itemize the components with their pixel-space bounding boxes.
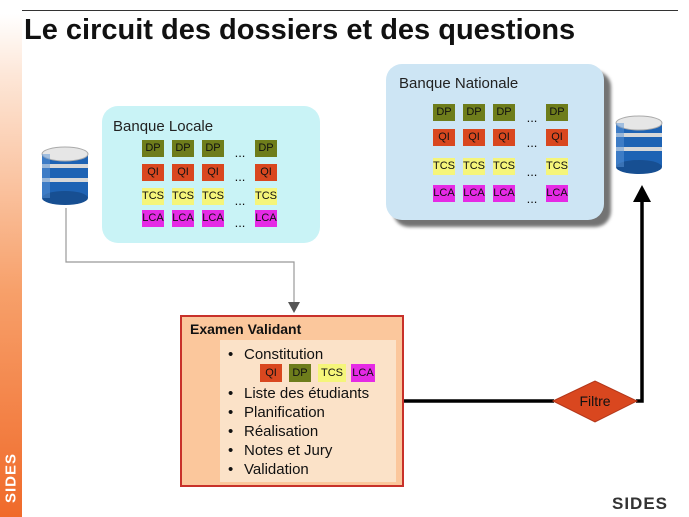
national-ellipsis: ... [526,110,538,125]
local-cell-qi: QI [202,164,224,181]
step-liste-etudiants: Liste des étudiants [228,384,369,403]
local-cell-tcs: TCS [142,188,164,205]
local-ellipsis: ... [234,145,246,160]
national-cell-qi: QI [493,129,515,146]
local-cell-qi: QI [172,164,194,181]
step-validation: Validation [228,460,369,479]
local-cell-lca: LCA [172,210,194,227]
step-constitution: Constitution [228,345,369,364]
local-cell-dp: DP [255,140,277,157]
national-cell-lca: LCA [463,185,485,202]
national-cell-lca: LCA [433,185,455,202]
national-cell-qi: QI [433,129,455,146]
national-ellipsis: ... [526,191,538,206]
chip-lca: LCA [351,364,375,382]
national-cell-tcs: TCS [546,158,568,175]
local-to-exam-arrowhead [288,302,300,313]
banque-locale: Banque Locale DP DP DP ... DP QI QI QI .… [102,106,320,243]
sides-logo: SIDES [612,494,669,513]
filter-to-national-connector [636,200,644,403]
national-cell-lca: LCA [546,185,568,202]
local-cell-lca: LCA [255,210,277,227]
national-cell-qi: QI [546,129,568,146]
chip-tcs: TCS [318,364,346,382]
local-ellipsis: ... [234,193,246,208]
national-cell-qi: QI [463,129,485,146]
local-cell-lca: LCA [202,210,224,227]
page-title: Le circuit des dossiers et des questions [24,14,576,46]
local-ellipsis: ... [234,169,246,184]
chip-qi: QI [260,364,282,382]
local-cell-tcs: TCS [172,188,194,205]
sidebar-gradient [0,14,22,517]
database-icon-local [41,146,89,205]
filter-diamond [551,380,639,423]
filter-label: Filtre [579,393,611,409]
local-to-exam-connector [65,208,295,306]
national-cell-dp: DP [433,104,455,121]
national-ellipsis: ... [526,135,538,150]
database-icon-national [615,115,663,174]
local-cell-dp: DP [142,140,164,157]
step-realisation: Réalisation [228,422,369,441]
title-rule [22,10,678,11]
banque-nationale-title: Banque Nationale [399,75,519,92]
filter-to-national-arrowhead [633,185,651,202]
national-cell-lca: LCA [493,185,515,202]
local-cell-dp: DP [172,140,194,157]
national-cell-tcs: TCS [493,158,515,175]
examen-steps: Constitution Liste des étudiants Planifi… [228,345,369,479]
national-cell-dp: DP [546,104,568,121]
step-planification: Planification [228,403,369,422]
local-cell-qi: QI [142,164,164,181]
banque-locale-title: Banque Locale [113,118,214,135]
banque-nationale: Banque Nationale DP DP DP ... DP QI QI Q… [386,64,604,220]
step-notes-jury: Notes et Jury [228,441,369,460]
examen-title: Examen Validant [190,321,302,337]
chip-dp: DP [289,364,311,382]
examen-validant-box: Examen Validant Constitution Liste des é… [180,315,404,487]
national-cell-tcs: TCS [463,158,485,175]
national-cell-dp: DP [463,104,485,121]
local-cell-dp: DP [202,140,224,157]
national-cell-dp: DP [493,104,515,121]
national-ellipsis: ... [526,164,538,179]
local-cell-tcs: TCS [202,188,224,205]
local-ellipsis: ... [234,215,246,230]
local-cell-qi: QI [255,164,277,181]
national-cell-tcs: TCS [433,158,455,175]
local-cell-lca: LCA [142,210,164,227]
local-cell-tcs: TCS [255,188,277,205]
